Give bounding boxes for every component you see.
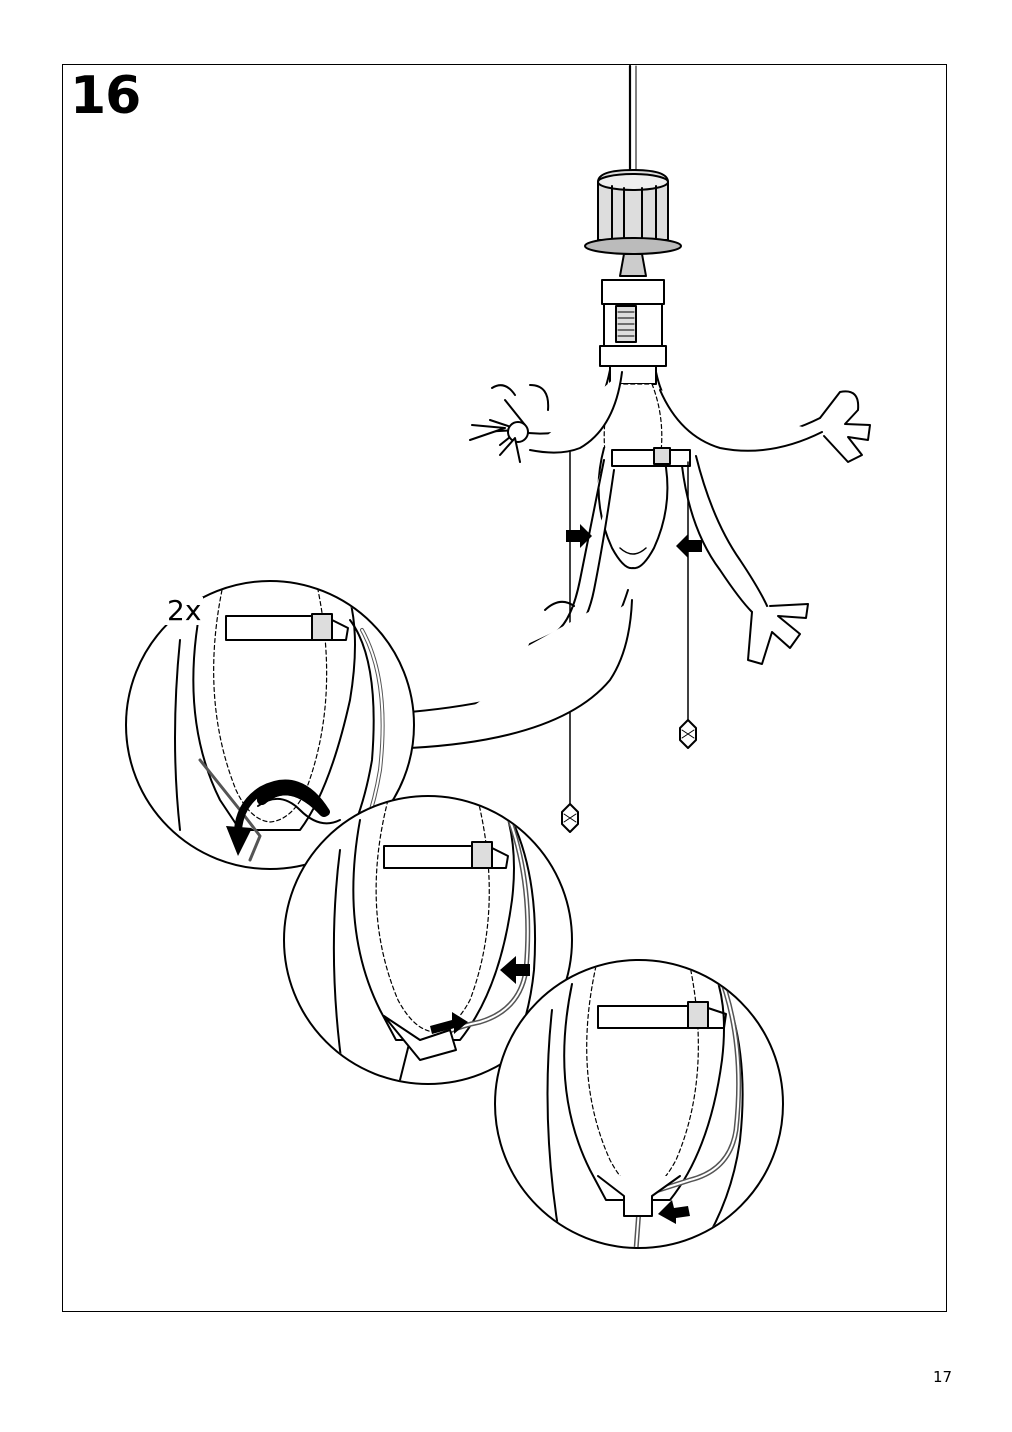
direction-arrow-icon: [566, 524, 702, 558]
ceiling-cup-icon: [584, 169, 682, 255]
quantity-label: 2x: [165, 594, 204, 627]
detail-circle-3: [494, 959, 784, 1249]
detail-circle-2: [283, 795, 573, 1085]
page-number: 17: [933, 1368, 953, 1386]
magnifier-callout-icon: [409, 589, 633, 749]
instruction-frame: [62, 64, 947, 1312]
ceiling-cord-icon: [628, 64, 637, 174]
step-number: 16: [70, 66, 141, 126]
detail-circle-1: [125, 580, 415, 870]
lamp-socket-icon: [599, 253, 667, 385]
shade-arms-icon: [469, 369, 871, 665]
